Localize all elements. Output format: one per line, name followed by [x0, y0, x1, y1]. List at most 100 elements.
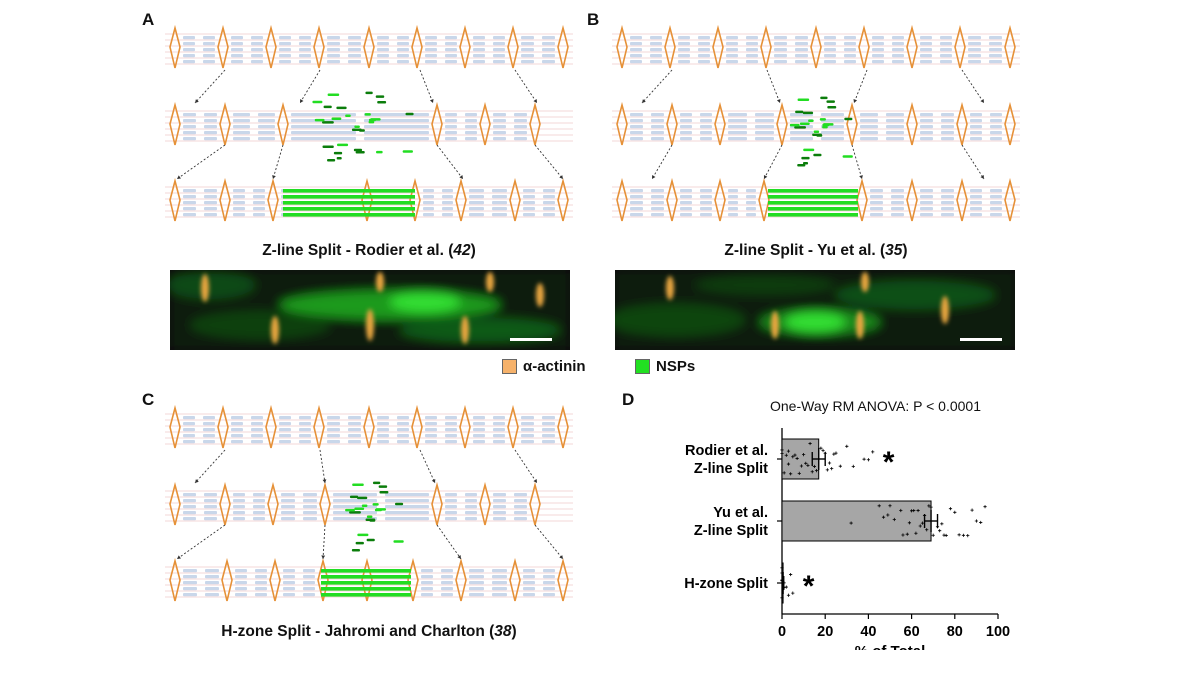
z-line	[760, 25, 772, 69]
y-tick-label: Rodier et al.	[685, 443, 768, 459]
nsp-fragment	[331, 117, 342, 121]
nsp-fragment	[842, 155, 853, 158]
z-line	[265, 405, 277, 449]
dashed-arrow	[319, 449, 326, 484]
z-line	[810, 25, 822, 69]
dashed-arrow	[766, 69, 781, 104]
data-point	[983, 505, 987, 509]
data-point	[786, 449, 791, 453]
nsp-fragment	[795, 110, 804, 114]
x-tick-label: 100	[986, 624, 1010, 640]
nsp-fragment	[355, 541, 364, 545]
x-tick-label: 20	[817, 624, 833, 640]
nsp-filament	[283, 213, 415, 217]
z-line	[217, 405, 229, 449]
dashed-arrow	[763, 144, 783, 180]
sarcomere-row	[612, 101, 1020, 146]
caption-panel-b: Z-line Split - Yu et al. (35)	[724, 242, 908, 259]
nsp-fragment	[377, 101, 387, 104]
panel-letter-b: B	[587, 10, 600, 29]
caption-panel-c: H-zone Split - Jahromi and Charlton (38)	[221, 623, 517, 640]
data-point	[886, 513, 890, 517]
y-tick-label: Yu et al.	[713, 505, 768, 521]
bar-chart: Rodier et al.Z-line Split*Yu et al.Z-lin…	[684, 428, 1010, 650]
z-line	[858, 25, 870, 69]
z-line	[906, 177, 918, 222]
legend-swatch-nsps	[635, 359, 650, 374]
nsp-filament	[283, 195, 415, 199]
sarcomere-diagram-b	[612, 25, 1020, 222]
x-tick-label: 40	[860, 624, 876, 640]
data-point	[780, 451, 784, 456]
z-line	[267, 177, 279, 222]
data-point	[938, 529, 942, 533]
z-line	[267, 481, 279, 526]
z-line	[169, 481, 181, 526]
nsp-fragment	[405, 112, 414, 116]
nsp-filament	[768, 201, 858, 205]
nsp-filament	[283, 207, 415, 211]
legend-item-nsps: NSPs	[635, 358, 695, 375]
nsp-fragment	[357, 533, 369, 537]
z-line	[363, 405, 375, 449]
data-point	[888, 504, 892, 508]
nsp-filament	[321, 569, 411, 573]
nsp-filament	[321, 593, 411, 597]
dashed-arrow	[436, 144, 464, 180]
nsp-fragment	[337, 143, 349, 147]
data-point	[916, 508, 920, 513]
z-line	[616, 25, 628, 69]
nsp-filament	[321, 581, 411, 585]
data-point	[845, 444, 849, 448]
data-point	[812, 464, 816, 469]
nsp-filament	[768, 207, 858, 211]
data-point	[825, 468, 829, 472]
nsp-fragment	[368, 120, 375, 124]
z-line	[169, 101, 181, 146]
data-point	[804, 461, 808, 465]
z-line	[1004, 25, 1016, 69]
nsp-fragment	[336, 156, 342, 160]
z-line	[758, 177, 770, 222]
data-point	[780, 596, 784, 600]
nsp-filament	[768, 189, 858, 193]
nsp-fragment	[372, 481, 381, 485]
z-line	[455, 557, 467, 602]
z-line	[221, 557, 233, 602]
data-point	[892, 517, 896, 522]
data-point	[838, 464, 842, 468]
nsp-fragment	[375, 95, 385, 98]
z-line	[169, 557, 181, 602]
dashed-arrow	[534, 524, 564, 560]
data-point	[797, 471, 801, 476]
z-line	[169, 177, 181, 222]
sarcomere-row	[165, 557, 573, 602]
nsp-fragment	[312, 100, 323, 104]
z-line	[906, 25, 918, 69]
data-point	[970, 508, 974, 512]
nsp-fragment	[393, 540, 404, 543]
nsp-fragment	[349, 495, 359, 499]
data-point	[827, 461, 832, 465]
dashed-arrow	[514, 69, 538, 104]
data-point	[905, 532, 909, 536]
sarcomere-row	[165, 481, 573, 526]
data-point	[871, 450, 875, 454]
z-line	[507, 25, 519, 69]
dashed-arrow	[176, 144, 226, 180]
dashed-arrow	[651, 144, 673, 180]
data-point	[814, 469, 819, 473]
nsp-fragment	[354, 507, 365, 511]
data-point	[795, 456, 799, 461]
z-line	[169, 405, 181, 449]
z-line	[363, 25, 375, 69]
z-line	[407, 557, 419, 602]
legend-label-alpha-actinin: α-actinin	[523, 358, 586, 375]
nsp-fragment	[803, 148, 815, 152]
dashed-arrow	[514, 449, 538, 484]
data-point	[957, 533, 961, 537]
data-point	[799, 464, 804, 468]
data-point	[940, 522, 944, 526]
dashed-arrow	[961, 69, 985, 104]
nsp-fragment	[351, 548, 360, 552]
